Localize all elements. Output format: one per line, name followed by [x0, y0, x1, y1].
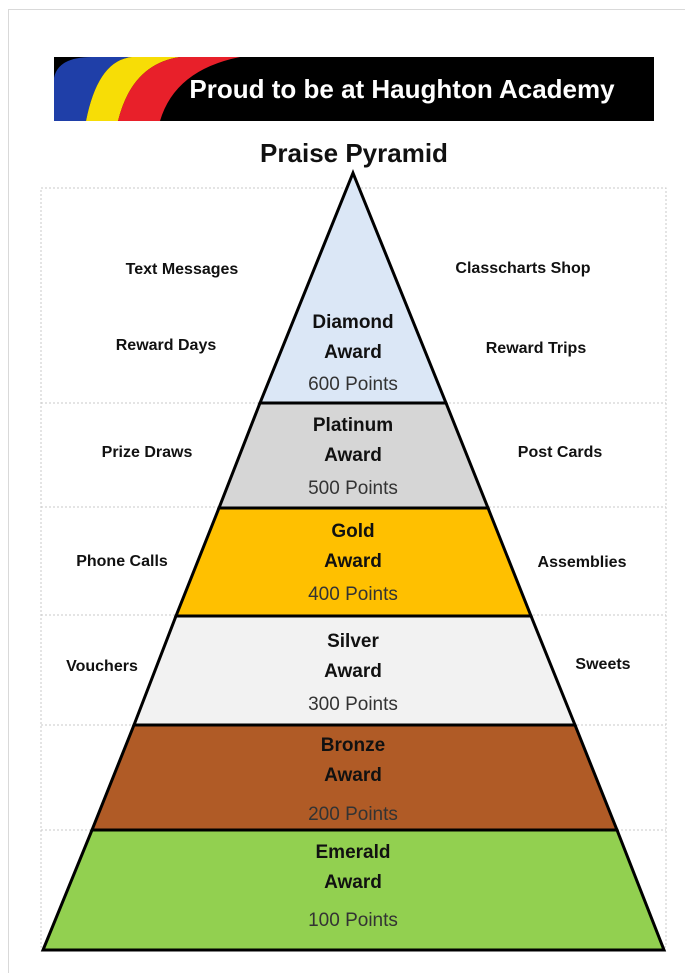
- reward-label-right: Classcharts Shop: [455, 260, 590, 277]
- tier-award: Award: [324, 551, 382, 572]
- tier-name: Gold: [331, 521, 374, 542]
- reward-label-left: Text Messages: [126, 261, 239, 278]
- banner-stripe-red: [118, 57, 240, 121]
- reward-label-right: Post Cards: [518, 444, 603, 461]
- pyramid: [40, 168, 667, 952]
- tier-diamond: [257, 168, 449, 405]
- tier-points: 200 Points: [308, 804, 398, 825]
- tier-points: 500 Points: [308, 478, 398, 499]
- tier-name: Bronze: [321, 735, 385, 756]
- tier-award: Award: [324, 661, 382, 682]
- tier-points: 100 Points: [308, 910, 398, 931]
- reward-label-left: Reward Days: [116, 337, 217, 354]
- tier-award: Award: [324, 445, 382, 466]
- tier-points: 600 Points: [308, 374, 398, 395]
- tier-name: Diamond: [312, 312, 393, 333]
- reward-label-right: Assemblies: [538, 554, 627, 571]
- tier-name: Silver: [327, 631, 379, 652]
- reward-label-right: Sweets: [575, 656, 630, 673]
- tier-award: Award: [324, 872, 382, 893]
- tier-points: 400 Points: [308, 584, 398, 605]
- page-border: [8, 9, 685, 973]
- tier-points: 300 Points: [308, 694, 398, 715]
- tier-name: Emerald: [316, 842, 391, 863]
- tier-labels: Diamond Award 600 Points Platinum Award …: [308, 312, 398, 931]
- reward-label-left: Vouchers: [66, 658, 138, 675]
- banner-stripe-yellow: [86, 57, 180, 121]
- reward-label-left: Prize Draws: [102, 444, 193, 461]
- tier-emerald: [40, 828, 667, 952]
- reward-labels: Text Messages Reward Days Classcharts Sh…: [66, 260, 631, 675]
- tier-name: Platinum: [313, 415, 393, 436]
- reward-label-right: Reward Trips: [486, 340, 587, 357]
- tier-award: Award: [324, 342, 382, 363]
- reward-label-left: Phone Calls: [76, 553, 168, 570]
- banner-title: Proud to be at Haughton Academy: [189, 74, 615, 104]
- tier-award: Award: [324, 765, 382, 786]
- page-title: Praise Pyramid: [260, 138, 448, 168]
- banner-stripe-blue: [54, 57, 132, 121]
- banner: Proud to be at Haughton Academy: [54, 57, 654, 121]
